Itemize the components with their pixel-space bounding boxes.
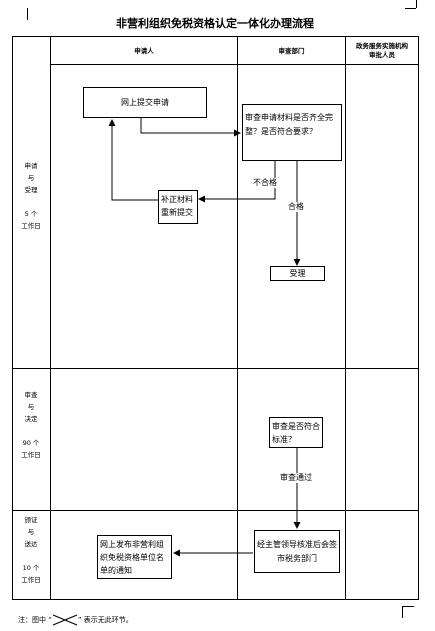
box-review-materials: 审查申请材料是否齐全完整？是否符合要求？ <box>242 104 342 161</box>
box-publish: 网上发布非营利组织免税资格单位名单的通知 <box>97 535 172 579</box>
box-resubmit: 补正材料重新提交 <box>158 190 198 224</box>
box-submit-online: 网上提交申请 <box>83 87 207 118</box>
arrow-submit-to-review <box>140 118 241 137</box>
cross-mark-icon <box>52 614 78 626</box>
footnote-suffix: ” 表示无此环节。 <box>77 616 133 624</box>
page-title: 非营利组织免税资格认定一体化办理流程 <box>116 17 314 30</box>
column-header-applicant: 申请人 <box>134 46 154 55</box>
box-leader-review: 经主管领导核准后会签市税务部门 <box>254 530 340 573</box>
box-accept: 受理 <box>270 266 325 281</box>
phase-label-deliver: 颁证 与 送达 10 个 工作日 <box>21 516 41 584</box>
arrow-resubmit-to-submit <box>108 119 158 201</box>
phase-label-accept: 申请 与 受理 5 个 工作日 <box>21 162 41 230</box>
label-qualified: 合格 <box>288 202 304 212</box>
label-review-passed: 审查通过 <box>280 473 312 483</box>
label-unqualified: 不合格 <box>253 178 277 188</box>
footnote: 注：图中 “ ” 表示无此环节。 <box>18 614 133 626</box>
phase-label-decide: 审查 与 决定 90 个 工作日 <box>21 391 41 459</box>
arrow-review-to-resubmit <box>198 161 276 203</box>
footnote-prefix: 注：图中 “ <box>18 616 52 624</box>
column-header-review-dept: 审查部门 <box>278 46 305 55</box>
column-header-approver: 政务服务实施机构 审批人员 <box>356 42 408 59</box>
box-review-standard: 审查是否符合标准？ <box>269 417 323 448</box>
